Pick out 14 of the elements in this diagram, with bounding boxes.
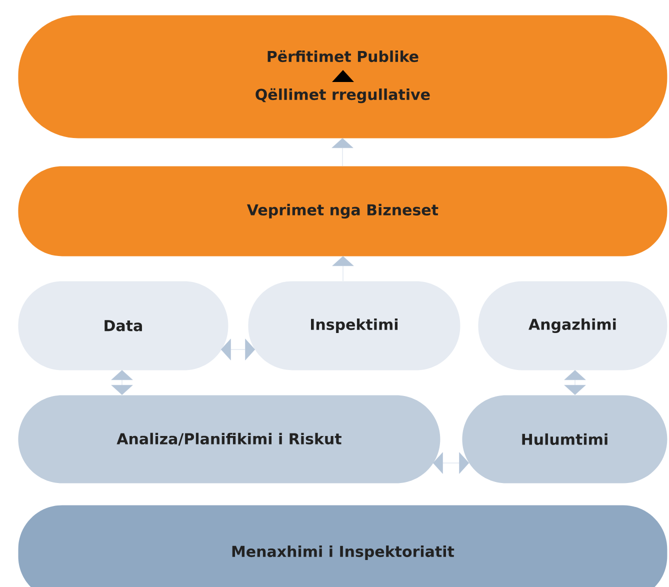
rounded-box: Analiza/Planifikimi i Riskut — [18, 395, 440, 484]
rounded-box: Data — [18, 281, 228, 370]
arrow — [111, 370, 133, 395]
arrow — [332, 138, 354, 166]
arrow — [220, 338, 256, 360]
arrow — [432, 452, 470, 474]
rounded-box: Inspektimi — [248, 281, 460, 370]
rounded-box: Hulumtimi — [462, 395, 668, 484]
arrow — [332, 256, 354, 282]
arrow — [564, 370, 586, 395]
process-band: Veprimet nga Bizneset — [18, 166, 668, 256]
goal-band: Përfitimet Publike Qëllimet rregullative — [18, 15, 668, 138]
base-band: Menaxhimi i Inspektoriatit — [18, 505, 668, 587]
rounded-box: Angazhimi — [478, 281, 668, 370]
